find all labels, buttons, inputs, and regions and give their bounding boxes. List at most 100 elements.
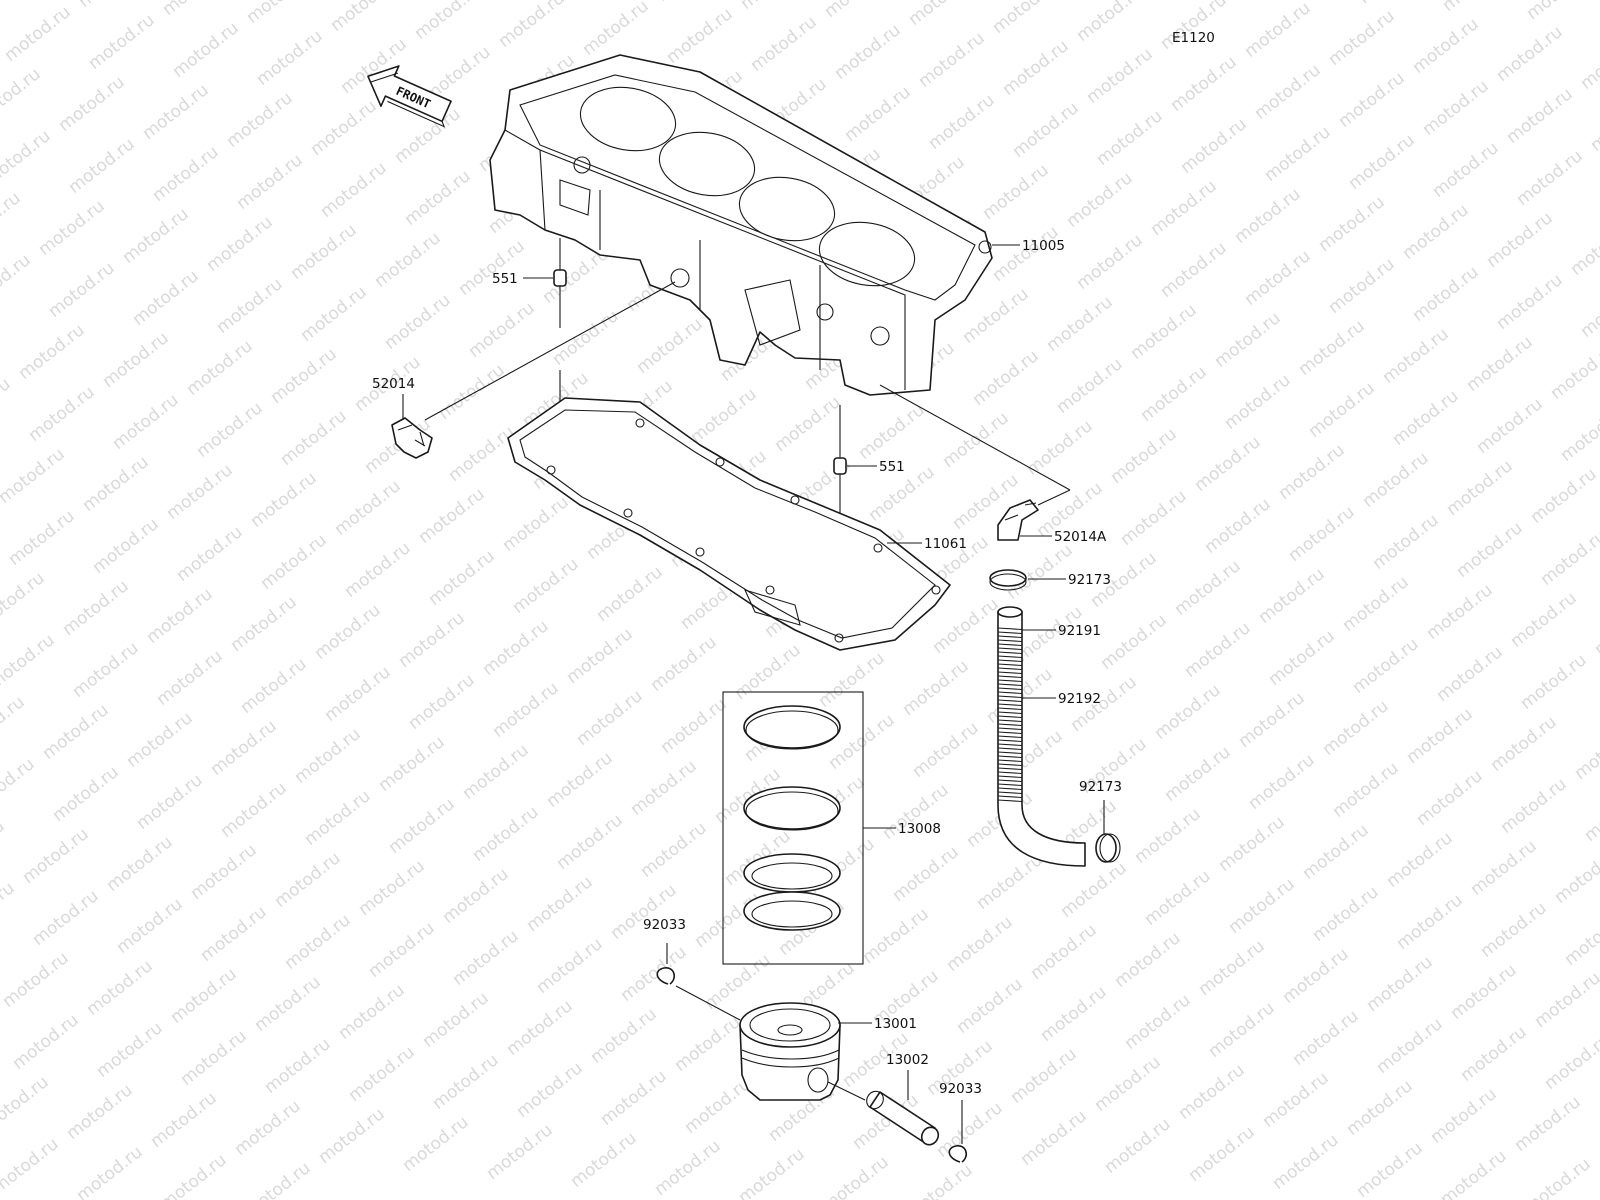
watermark-text: motod.ru	[1017, 1106, 1091, 1170]
hose-clamp-upper[interactable]	[989, 569, 1027, 591]
watermark-text: motod.ru	[429, 1050, 503, 1114]
watermark-text: motod.ru	[563, 624, 637, 688]
watermark-text: motod.ru	[1063, 168, 1137, 232]
watermark-text: motod.ru	[405, 670, 479, 734]
piston-pin[interactable]	[863, 1088, 941, 1148]
watermark-text: motod.ru	[1513, 146, 1587, 210]
hose-rib	[997, 767, 1023, 771]
piston[interactable]	[739, 1002, 841, 1101]
watermark-text: motod.ru	[1241, 0, 1315, 62]
hose-rib	[997, 727, 1023, 731]
watermark-text: motod.ru	[1261, 122, 1335, 186]
watermark-text: motod.ru	[89, 514, 163, 578]
watermark-text: motod.ru	[1201, 494, 1275, 558]
watermark-text: motod.ru	[735, 1144, 809, 1200]
elbow-fitting-right[interactable]	[997, 499, 1039, 541]
watermark-text: motod.ru	[681, 1074, 755, 1138]
watermark-text: motod.ru	[1251, 60, 1325, 124]
watermark-text: motod.ru	[1043, 292, 1117, 356]
hose-rib	[997, 691, 1023, 695]
watermark-text: motod.ru	[731, 640, 805, 704]
hose-rib	[997, 763, 1023, 767]
watermark-text: motod.ru	[495, 0, 569, 52]
watermark-text: motod.ru	[1359, 448, 1433, 512]
hose-rib	[997, 783, 1023, 787]
watermark-text: motod.ru	[465, 298, 539, 362]
coolant-hose[interactable]	[997, 606, 1086, 867]
hose-rib	[997, 787, 1023, 791]
dowel-pin-upper[interactable]	[553, 269, 567, 287]
circlip-left[interactable]	[656, 967, 676, 985]
watermark-text: motod.ru	[113, 894, 187, 958]
cylinder-block[interactable]	[489, 54, 993, 396]
label-clamp-lower: 92173	[1079, 779, 1122, 795]
watermark-text: motod.ru	[567, 1128, 641, 1192]
label-circlip-right: 92033	[939, 1081, 982, 1097]
watermark-text: motod.ru	[1523, 0, 1597, 24]
watermark-text: motod.ru	[59, 576, 133, 640]
watermark-text: motod.ru	[459, 740, 533, 804]
watermark-text: motod.ru	[311, 600, 385, 664]
circlip-right[interactable]	[948, 1145, 968, 1163]
watermark-text: motod.ru	[297, 282, 371, 346]
watermark-text: motod.ru	[1305, 378, 1379, 442]
hose-rib	[997, 683, 1023, 687]
watermark-text: motod.ru	[943, 912, 1017, 976]
watermark-text: motod.ru	[1255, 564, 1329, 628]
watermark-text: motod.ru	[1581, 782, 1600, 846]
dowel-pin-lower[interactable]	[833, 457, 847, 475]
watermark-text: motod.ru	[1541, 1030, 1600, 1094]
watermark-text: motod.ru	[1353, 1138, 1427, 1200]
watermark-text: motod.ru	[1009, 98, 1083, 162]
watermark-text: motod.ru	[1285, 502, 1359, 566]
hose-rib	[997, 747, 1023, 751]
hose-rib	[997, 675, 1023, 679]
watermark-text: motod.ru	[1473, 394, 1547, 458]
watermark-text: motod.ru	[657, 694, 731, 758]
watermark-text: motod.ru	[939, 408, 1013, 472]
watermark-text: motod.ru	[237, 654, 311, 718]
hose-rib	[997, 735, 1023, 739]
watermark-text: motod.ru	[1101, 1114, 1175, 1178]
label-circlip-left: 92033	[643, 917, 686, 933]
watermark-text: motod.ru	[217, 778, 291, 842]
watermark-text: motod.ru	[933, 1098, 1007, 1162]
watermark-text: motod.ru	[0, 1072, 53, 1136]
watermark-text: motod.ru	[1409, 14, 1483, 78]
watermark-text: motod.ru	[909, 718, 983, 782]
watermark-text: motod.ru	[213, 274, 287, 338]
watermark-text: motod.ru	[651, 1136, 725, 1200]
watermark-text: motod.ru	[1083, 44, 1157, 108]
hose-rib	[997, 707, 1023, 711]
elbow-fitting-left[interactable]	[391, 417, 433, 459]
hose-clamp-lower[interactable]	[1095, 833, 1121, 863]
watermark-text: motod.ru	[553, 810, 627, 874]
watermark-text: motod.ru	[197, 902, 271, 966]
watermark-text: motod.ru	[1453, 518, 1527, 582]
hose-rib	[997, 643, 1023, 647]
watermark-text: motod.ru	[579, 0, 653, 60]
hose-rib	[997, 739, 1023, 743]
watermark-text: motod.ru	[1259, 1068, 1333, 1132]
hose-rib	[997, 755, 1023, 759]
watermark-text: motod.ru	[1181, 618, 1255, 682]
watermark-text: motod.ru	[489, 678, 563, 742]
watermark-text: motod.ru	[1295, 316, 1369, 380]
label-dowel-upper: 551	[492, 271, 518, 287]
watermark-text: motod.ru	[1355, 0, 1429, 8]
watermark-text: motod.ru	[355, 856, 429, 920]
hose-rib	[997, 655, 1023, 659]
cylinder-head-gasket[interactable]	[507, 397, 951, 651]
watermark-text: motod.ru	[1269, 1130, 1343, 1194]
watermark-text: motod.ru	[1191, 432, 1265, 496]
watermark-text: motod.ru	[455, 236, 529, 300]
watermark-text: motod.ru	[1275, 440, 1349, 504]
watermark-text: motod.ru	[139, 80, 213, 144]
watermark-text: motod.ru	[1335, 68, 1409, 132]
watermark-text: motod.ru	[327, 0, 401, 36]
diagram-code: E1120	[1172, 30, 1215, 46]
watermark-text: motod.ru	[533, 934, 607, 998]
piston-rings[interactable]	[743, 705, 841, 931]
watermark-text: motod.ru	[1527, 464, 1600, 528]
watermark-text: motod.ru	[1483, 208, 1557, 272]
